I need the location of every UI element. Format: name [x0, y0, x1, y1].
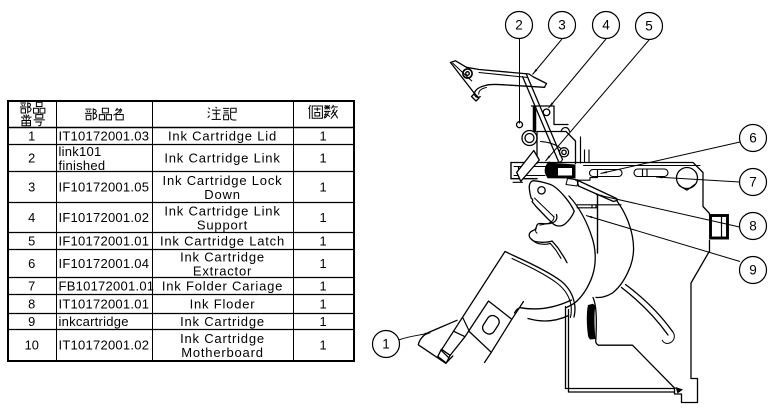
svg-text:5: 5 [28, 233, 35, 248]
svg-text:1: 1 [319, 278, 326, 293]
svg-text:7: 7 [28, 278, 35, 293]
svg-text:1: 1 [319, 210, 326, 225]
svg-text:Ink Cartridge Lock: Ink Cartridge Lock [163, 173, 283, 188]
svg-text:1: 1 [382, 337, 390, 352]
svg-text:IF10172001.02: IF10172001.02 [59, 210, 150, 225]
svg-text:4: 4 [28, 210, 35, 225]
svg-text:6: 6 [28, 256, 35, 271]
svg-text:IT10172001.03: IT10172001.03 [59, 128, 150, 143]
svg-text:1: 1 [319, 179, 326, 194]
svg-text:IT10172001.02: IT10172001.02 [59, 338, 150, 353]
svg-text:Ink Cartridge: Ink Cartridge [180, 250, 265, 265]
svg-text:inkcartridge: inkcartridge [59, 314, 129, 329]
svg-text:IT10172001.01: IT10172001.01 [59, 296, 150, 311]
svg-text:2: 2 [28, 150, 35, 165]
svg-text:7: 7 [749, 175, 757, 190]
svg-text:9: 9 [28, 314, 35, 329]
svg-text:1: 1 [319, 128, 326, 143]
svg-text:Ink Cartridge Link: Ink Cartridge Link [164, 150, 280, 165]
svg-text:8: 8 [28, 296, 35, 311]
svg-text:Ink Folder Cariage: Ink Folder Cariage [162, 278, 283, 293]
svg-text:Ink Floder: Ink Floder [190, 296, 256, 311]
svg-text:IF10172001.05: IF10172001.05 [59, 179, 150, 194]
svg-text:Ink Cartridge Link: Ink Cartridge Link [164, 204, 280, 219]
svg-text:Motherboard: Motherboard [181, 345, 264, 360]
svg-text:Extractor: Extractor [193, 264, 252, 279]
svg-text:Ink Cartridge: Ink Cartridge [180, 314, 265, 329]
svg-text:Ink Cartridge Lid: Ink Cartridge Lid [168, 128, 277, 143]
svg-text:4: 4 [602, 18, 610, 33]
svg-text:FB10172001.01: FB10172001.01 [59, 278, 155, 293]
svg-text:IF10172001.01: IF10172001.01 [59, 233, 150, 248]
svg-text:6: 6 [749, 131, 757, 146]
svg-text:2: 2 [515, 18, 523, 33]
svg-text:10: 10 [25, 338, 39, 353]
svg-text:Ink Cartridge: Ink Cartridge [180, 331, 265, 346]
svg-text:8: 8 [749, 219, 757, 234]
svg-text:Support: Support [197, 218, 248, 233]
svg-text:1: 1 [319, 338, 326, 353]
svg-text:1: 1 [28, 128, 35, 143]
svg-text:1: 1 [319, 256, 326, 271]
svg-text:Down: Down [204, 187, 240, 202]
svg-text:IF10172001.04: IF10172001.04 [59, 256, 150, 271]
svg-text:3: 3 [28, 179, 35, 194]
svg-text:link101: link101 [59, 144, 102, 159]
svg-text:1: 1 [319, 233, 326, 248]
svg-text:3: 3 [558, 18, 566, 33]
svg-text:1: 1 [319, 150, 326, 165]
svg-text:Ink Cartridge Latch: Ink Cartridge Latch [160, 233, 285, 248]
svg-text:9: 9 [749, 263, 757, 278]
svg-text:1: 1 [319, 296, 326, 311]
svg-text:5: 5 [645, 19, 653, 34]
svg-text:finished: finished [59, 158, 106, 173]
svg-text:1: 1 [319, 314, 326, 329]
